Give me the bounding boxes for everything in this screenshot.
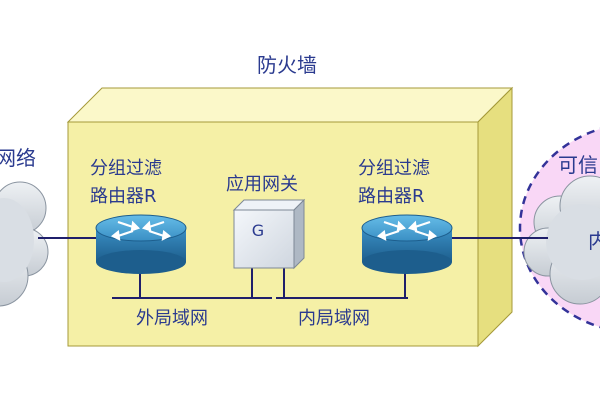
gateway-letter: G bbox=[252, 221, 264, 240]
right-network-label: 可信 bbox=[558, 153, 598, 177]
router-arrows-icon bbox=[110, 220, 172, 241]
firewall-top-face bbox=[66, 87, 514, 123]
left-router-label-line2: 路由器R bbox=[90, 186, 157, 207]
right-cloud bbox=[523, 175, 600, 305]
right-cloud-letter: 内 bbox=[588, 229, 600, 253]
inner-lan-label: 内局域网 bbox=[298, 308, 370, 329]
right-router bbox=[361, 214, 453, 274]
outer-lan-label: 外局域网 bbox=[136, 308, 208, 329]
gateway-label: 应用网关 bbox=[226, 174, 298, 195]
left-router-label-line1: 分组过滤 bbox=[90, 158, 162, 179]
right-router-label-line2: 路由器R bbox=[358, 186, 425, 207]
right-router-label-line1: 分组过滤 bbox=[358, 158, 430, 179]
application-gateway bbox=[232, 198, 306, 270]
left-router bbox=[95, 214, 187, 274]
router-arrows-icon bbox=[376, 220, 438, 241]
firewall-side-face bbox=[477, 86, 513, 348]
firewall-label: 防火墙 bbox=[257, 53, 317, 77]
left-network-label: 网络 bbox=[0, 146, 36, 170]
left-cloud bbox=[0, 181, 49, 307]
